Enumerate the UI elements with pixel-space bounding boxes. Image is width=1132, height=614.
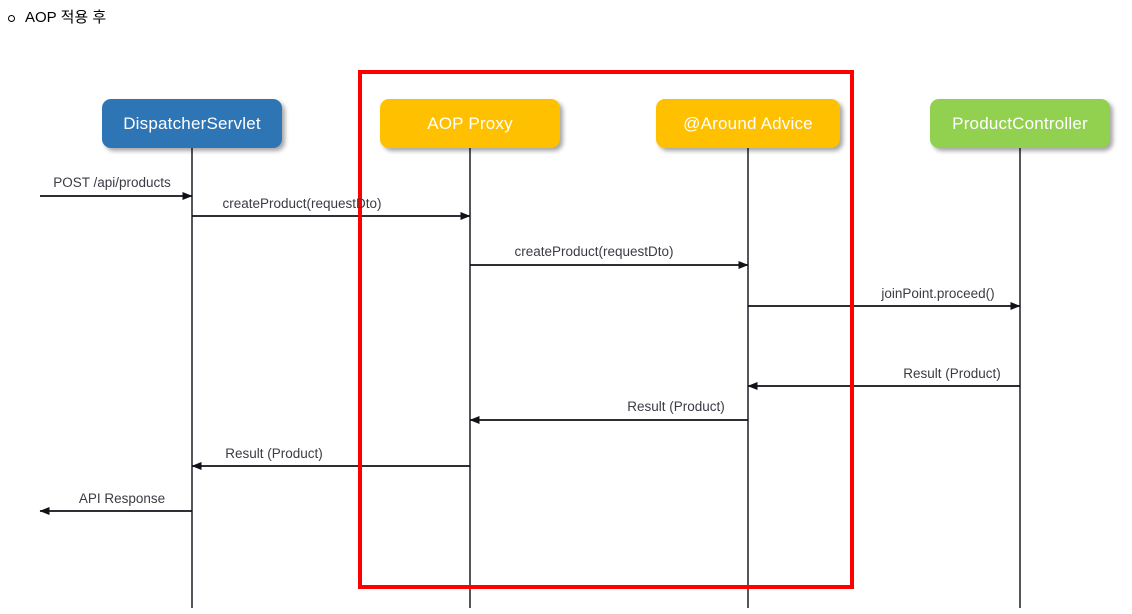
msg-result-product-1-label: Result (Product)	[903, 366, 1001, 381]
message-arrow-group	[39, 192, 1021, 515]
actor-box-advice[interactable]: @Around Advice	[656, 99, 840, 148]
lifeline-group	[191, 148, 1021, 608]
msg-create-product-2-label: createProduct(requestDto)	[514, 244, 674, 259]
msg-result-product-2-label: Result (Product)	[627, 399, 725, 414]
actor-box-controller[interactable]: ProductController	[930, 99, 1110, 148]
aop-highlight-region	[358, 70, 854, 589]
page-title: AOP 적용 후	[25, 9, 107, 26]
msg-create-product-1-label: createProduct(requestDto)	[222, 196, 382, 211]
actor-label-proxy: AOP Proxy	[427, 113, 513, 133]
actor-label-dispatcher: DispatcherServlet	[123, 113, 261, 133]
actor-label-controller: ProductController	[952, 113, 1088, 133]
msg-joinpoint-proceed-label: joinPoint.proceed()	[881, 286, 995, 301]
heading: AOP 적용 후	[8, 8, 106, 28]
circle-bullet-icon	[8, 14, 15, 22]
actor-box-proxy[interactable]: AOP Proxy	[380, 99, 560, 148]
actor-box-dispatcher[interactable]: DispatcherServlet	[102, 99, 282, 148]
msg-result-product-3-label: Result (Product)	[225, 446, 323, 461]
msg-api-response-label: API Response	[78, 491, 166, 506]
msg-post-label: POST /api/products	[53, 175, 171, 190]
actor-label-advice: @Around Advice	[683, 113, 813, 133]
